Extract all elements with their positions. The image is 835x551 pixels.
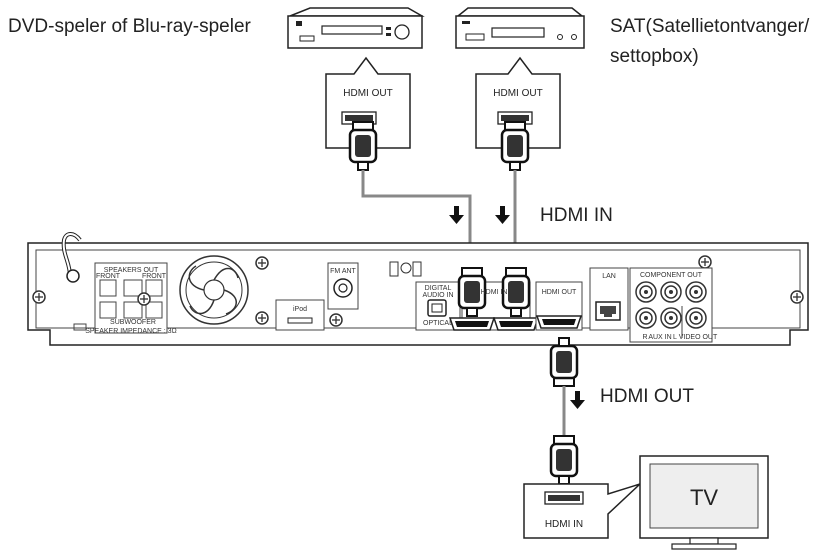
subwoofer-label: SUBWOOFER: [110, 319, 156, 326]
digital-audio-label-2: AUDIO IN: [422, 292, 453, 299]
speaker-impedance-label: SPEAKER IMPEDANCE : 3Ω: [85, 328, 177, 335]
sat-label-line1: SAT(Satellietontvanger/: [610, 16, 810, 37]
down-arrow-icon: [449, 206, 464, 224]
fan-vent-icon: [179, 255, 249, 325]
tv-hdmi-in-callout-label: HDMI IN: [545, 519, 583, 530]
home-theater-rear-panel: [27, 232, 809, 346]
optical-label: OPTICAL: [423, 320, 453, 327]
component-out-label: COMPONENT OUT: [640, 272, 703, 279]
aux-l-label: L: [673, 334, 677, 341]
lan-label: LAN: [602, 273, 616, 280]
hdmi-in-port-label: HDMI IN: [481, 289, 508, 296]
tv-device: [639, 455, 769, 550]
front-left-label: FRONT: [96, 273, 121, 280]
hdmi-in-label: HDMI IN: [540, 205, 613, 226]
ipod-label: iPod: [293, 306, 307, 313]
fm-ant-label: FM ANT: [330, 268, 356, 275]
grounding-screws-icon: [389, 261, 422, 277]
tv-hdmi-in-callout: [523, 483, 641, 539]
down-arrow-icon: [495, 206, 510, 224]
front-right-label: FRONT: [142, 273, 167, 280]
hdmi-out-port-label: HDMI OUT: [542, 289, 577, 296]
tv-label: TV: [690, 485, 718, 510]
dvd-player-device: [287, 7, 425, 49]
speakers-out-label: SPEAKERS OUT: [104, 267, 159, 274]
dvd-hdmi-out-callout: [325, 56, 411, 149]
sat-hdmi-out-callout-label: HDMI OUT: [493, 88, 542, 99]
aux-in-label: AUX IN: [648, 334, 671, 341]
sat-label-line2: settopbox): [610, 46, 699, 67]
dvd-hdmi-out-callout-label: HDMI OUT: [343, 88, 392, 99]
dvd-hdmi-cable: [361, 170, 472, 268]
sat-receiver-device: [455, 7, 585, 49]
down-arrow-icon: [570, 391, 585, 409]
aux-r-label: R: [642, 334, 647, 341]
dvd-player-label: DVD-speler of Blu-ray-speler: [8, 16, 251, 37]
hdmi-out-label: HDMI OUT: [600, 386, 694, 407]
video-out-label: VIDEO OUT: [679, 334, 718, 341]
digital-audio-label-1: DIGITAL: [425, 285, 452, 292]
